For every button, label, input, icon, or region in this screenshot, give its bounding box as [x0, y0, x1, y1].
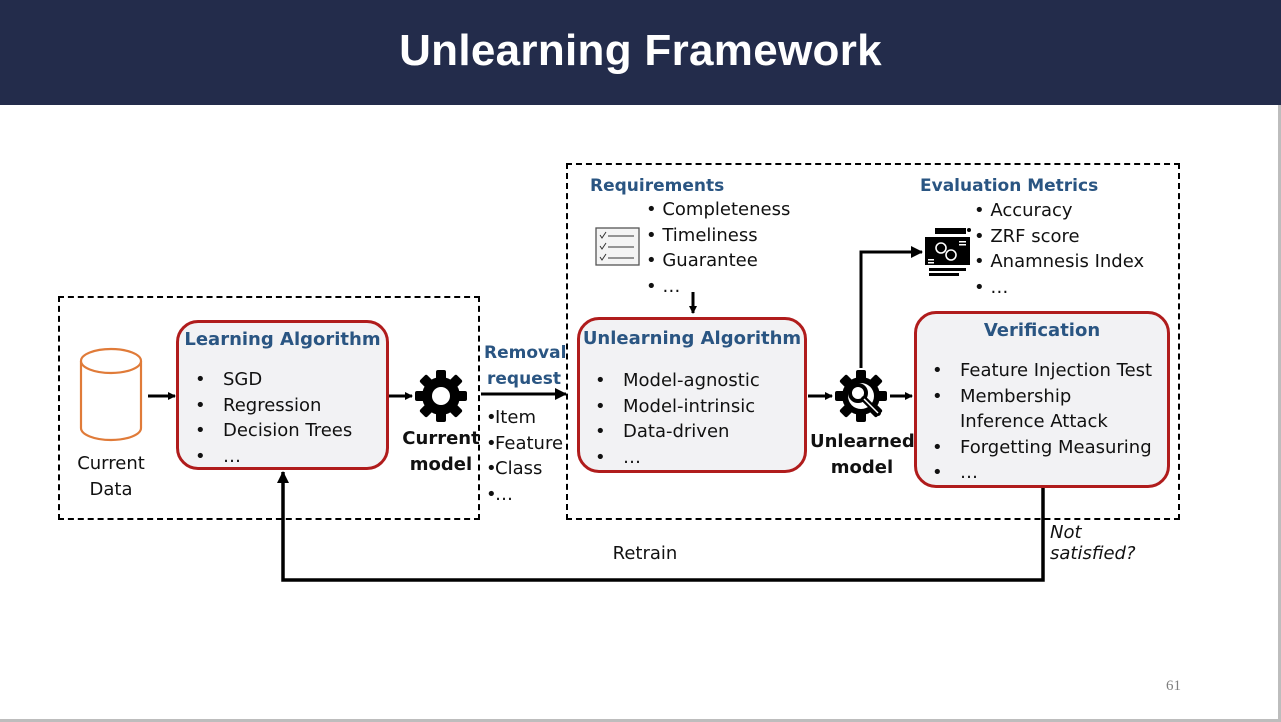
list-item: Feature Injection Test [932, 358, 1152, 384]
slide-border-bottom [0, 719, 1281, 722]
list-item: Guarantee [646, 248, 790, 274]
slide-header: Unlearning Framework [0, 0, 1281, 105]
verification-title: Verification [983, 320, 1101, 341]
learning-algorithm-box: Learning Algorithm SGD Regression Decisi… [176, 320, 389, 470]
list-item: Data-driven [595, 419, 760, 445]
list-item: Model-intrinsic [595, 394, 760, 420]
list-item: Membership [932, 384, 1152, 410]
retrain-label: Retrain [612, 543, 678, 564]
list-item: Regression [195, 393, 352, 419]
list-item: Anamnesis Index [974, 249, 1144, 275]
list-item: Model-agnostic [595, 368, 760, 394]
learning-algorithm-list: SGD Regression Decision Trees … [195, 367, 352, 469]
list-item: SGD [195, 367, 352, 393]
evaluation-metrics-title: Evaluation Metrics [920, 176, 1099, 196]
list-item: … [595, 445, 760, 471]
list-item: … [974, 275, 1144, 301]
unlearning-stage-group [566, 163, 1180, 520]
checklist-icon [595, 227, 640, 266]
page-number: 61 [1166, 678, 1181, 694]
list-item: ZRF score [974, 224, 1144, 250]
evaluation-metrics-list: Accuracy ZRF score Anamnesis Index … [974, 198, 1144, 300]
list-item: … [486, 482, 563, 508]
learning-stage-group [58, 296, 480, 520]
list-item: … [932, 460, 1152, 486]
unlearned-model-label: Unlearned model [810, 431, 915, 478]
slide-border-right [1278, 105, 1281, 722]
list-item-continuation: Inference Attack [960, 411, 1108, 432]
unlearning-algorithm-list: Model-agnostic Model-intrinsic Data-driv… [595, 368, 760, 470]
current-data-label: Current Data [77, 453, 145, 500]
list-item: Decision Trees [195, 418, 352, 444]
requirements-title: Requirements [590, 176, 725, 196]
list-item: … [646, 274, 790, 300]
verification-box: Verification Feature Injection Test Memb… [914, 311, 1170, 488]
list-item: Class [486, 456, 563, 482]
unlearning-algorithm-title: Unlearning Algorithm [582, 328, 802, 349]
arrow-retrain-feedback [277, 471, 1045, 582]
list-item: Item [486, 405, 563, 431]
learning-algorithm-title: Learning Algorithm [184, 329, 381, 350]
list-item: Forgetting Measuring [932, 435, 1152, 461]
list-item: Accuracy [974, 198, 1144, 224]
requirements-list: Completeness Timeliness Guarantee … [646, 197, 790, 299]
metrics-dashboard-icon [925, 228, 971, 276]
list-item: Feature [486, 431, 563, 457]
list-item: Timeliness [646, 223, 790, 249]
unlearning-algorithm-box: Unlearning Algorithm Model-agnostic Mode… [577, 317, 807, 473]
database-icon [79, 347, 143, 442]
removal-request-list: Item Feature Class … [486, 405, 563, 507]
verification-list: Feature Injection Test Membership Infere… [932, 358, 1152, 486]
removal-request-title: Removal request [484, 343, 567, 389]
slide-title: Unlearning Framework [399, 26, 882, 75]
arrow-model-to-evaluation [859, 246, 923, 368]
gear-icon [415, 370, 467, 422]
list-item: Completeness [646, 197, 790, 223]
gear-wrench-icon [835, 370, 887, 422]
current-model-label: Current model [402, 428, 480, 475]
not-satisfied-label: Not satisfied? [1050, 522, 1136, 564]
list-item: … [195, 444, 352, 470]
